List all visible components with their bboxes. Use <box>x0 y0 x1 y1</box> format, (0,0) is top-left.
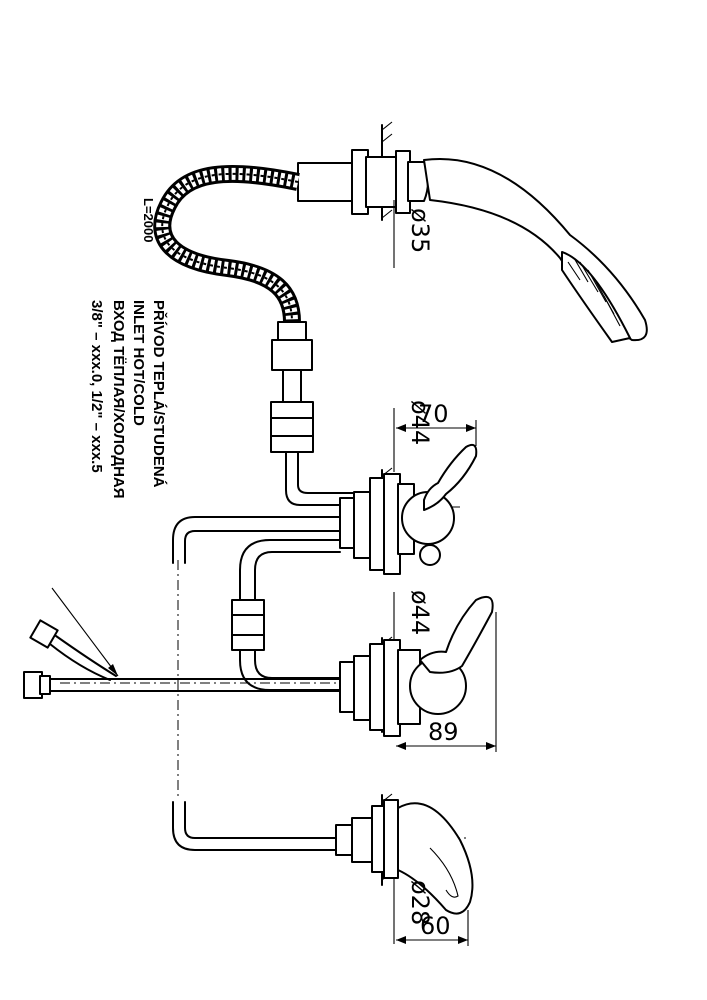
inlet-hoses <box>23 587 341 699</box>
dim-lower-valve-length: 89 <box>428 718 459 746</box>
dimension-lines <box>393 200 497 946</box>
inlet-note-line1: PŘÍVOD TEPLÁ/STUDENÁ <box>150 300 168 488</box>
inlet-note-line3: ВХОД ТЁПЛАЯ/ХОЛОДНАЯ <box>110 300 127 499</box>
upper-valve <box>339 443 478 575</box>
dim-upper-valve-length: 70 <box>418 400 449 428</box>
inlet-note-line2: INLET HOT/COLD <box>130 300 147 426</box>
shower-hose <box>153 164 301 323</box>
supply-pipes <box>172 516 341 851</box>
hose-length-label: L=2000 <box>141 198 156 242</box>
dim-spout-length: 60 <box>420 912 451 940</box>
hand-shower <box>297 149 648 343</box>
dim-lower-valve-diameter: ø44 <box>406 590 434 635</box>
lower-valve <box>339 596 494 737</box>
dim-shower-diameter: ø35 <box>406 208 434 253</box>
dim-upper-valve-diameter: ø44 <box>406 400 434 445</box>
dim-spout-diameter: ø28 <box>406 880 434 925</box>
inlet-note-line4: 3/8" – xxx.0, 1/2" – xxx.5 <box>88 300 105 473</box>
inlet-note: PŘÍVOD TEPLÁ/STUDENÁ INLET HOT/COLD ВХОД… <box>88 300 168 499</box>
hose-couplings <box>270 321 356 506</box>
spout <box>335 799 474 915</box>
